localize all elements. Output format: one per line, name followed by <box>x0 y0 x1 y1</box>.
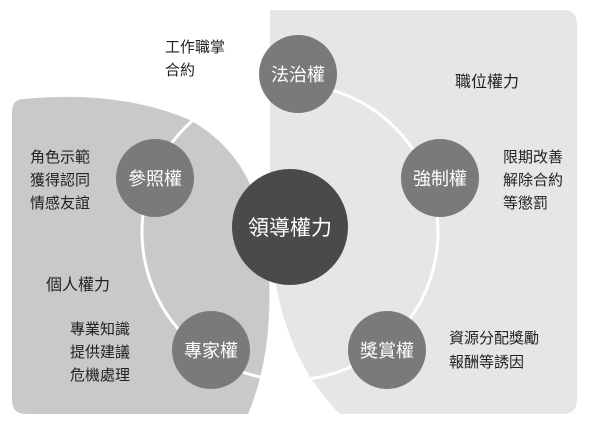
node-expert <box>172 311 250 389</box>
node-coercive <box>401 139 479 217</box>
node-referent <box>116 139 194 217</box>
note-referent-3: 情感友誼 <box>30 194 90 212</box>
center-circle <box>232 169 348 285</box>
note-legal-2: 合約 <box>165 61 195 79</box>
note-reward-2: 報酬等誘因 <box>449 353 524 371</box>
note-referent-2: 獲得認同 <box>30 171 90 189</box>
node-legal-label: 法治權 <box>271 65 325 86</box>
positional-power-label: 職位權力 <box>455 72 519 91</box>
note-reward-1: 資源分配獎勵 <box>449 329 539 347</box>
note-expert-2: 提供建議 <box>70 343 130 361</box>
center-label: 領導權力 <box>248 216 332 240</box>
node-expert-label: 專家權 <box>184 341 238 362</box>
note-coercive-2: 解除合約 <box>503 171 563 189</box>
note-coercive-1: 限期改善 <box>503 148 563 166</box>
note-expert-1: 專業知識 <box>70 320 130 338</box>
note-referent-1: 角色示範 <box>30 148 90 166</box>
node-reward-label: 獎賞權 <box>360 341 414 362</box>
node-reward <box>348 311 426 389</box>
note-coercive-3: 等懲罰 <box>503 194 548 212</box>
note-legal-1: 工作職掌 <box>165 38 225 56</box>
personal-power-label: 個人權力 <box>46 275 110 294</box>
node-referent-label: 參照權 <box>128 169 182 190</box>
note-expert-3: 危機處理 <box>70 366 130 384</box>
node-coercive-label: 強制權 <box>413 169 467 190</box>
node-legal <box>259 35 337 113</box>
